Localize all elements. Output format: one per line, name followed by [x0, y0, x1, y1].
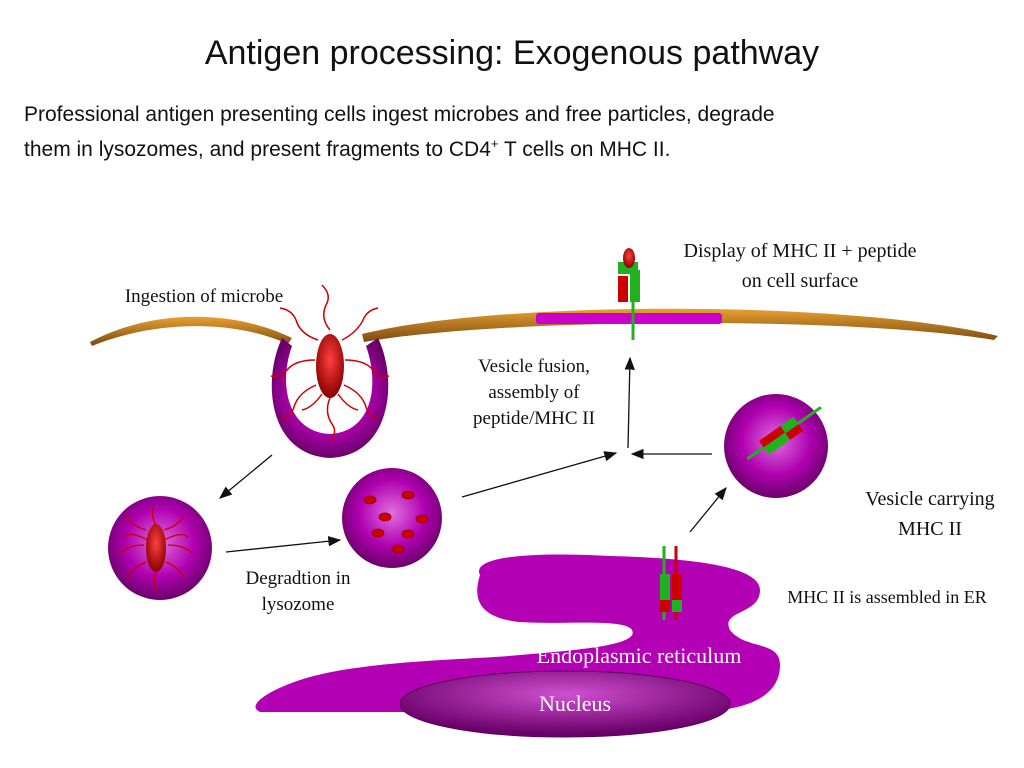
arrow-fusion-to-surface	[624, 356, 635, 449]
subtitle-line1: Professional antigen presenting cells in…	[24, 103, 775, 126]
label-ingestion: Ingestion of microbe	[124, 286, 284, 307]
mhc-surface	[618, 248, 640, 340]
arrow-pocket-to-phagosome	[218, 454, 273, 499]
mhc-in-er	[660, 546, 682, 620]
label-degradation: Degradtion in lysozome	[210, 566, 386, 618]
arrow-er-to-vesicle	[689, 486, 727, 533]
arrow-lysosome-to-fusion	[461, 451, 618, 498]
mhc-membrane-band	[536, 313, 722, 324]
cell-membrane-right	[362, 308, 998, 342]
subtitle-line2-post: T cells on MHC II.	[498, 138, 671, 161]
label-display-line2: on cell surface	[741, 270, 859, 292]
label-fusion-line1: Vesicle fusion,	[478, 356, 590, 377]
peptide-fragments	[363, 490, 429, 554]
endoplasmic-reticulum	[255, 554, 780, 712]
label-fusion-line3: peptide/MHC II	[473, 408, 595, 429]
label-er: Endoplasmic reticulum	[536, 643, 742, 668]
label-degradation-line2: lysozome	[261, 594, 335, 615]
arrow-phagosome-to-lysosome	[225, 536, 342, 553]
label-vesicle-line1: Vesicle carrying	[865, 488, 995, 510]
label-display-line1: Display of MHC II + peptide	[683, 240, 917, 262]
label-degradation-line1: Degradtion in	[245, 568, 351, 589]
microbe-ingested	[270, 284, 390, 443]
label-vesicle-carrying: Vesicle carrying MHC II	[838, 484, 1022, 544]
page-title: Antigen processing: Exogenous pathway	[204, 34, 820, 72]
mhc-in-vesicle	[746, 406, 822, 461]
label-mhc-er: MHC II is assembled in ER	[787, 587, 987, 607]
subtitle: Professional antigen presenting cells in…	[24, 100, 1004, 164]
label-nucleus: Nucleus	[538, 691, 612, 716]
cell-membrane-left	[90, 316, 292, 346]
label-vesicle-line2: MHC II	[898, 518, 962, 540]
ingestion-pocket	[271, 338, 389, 458]
lysosome	[342, 468, 442, 568]
microbe-phagosome	[119, 504, 193, 593]
label-fusion: Vesicle fusion, assembly of peptide/MHC …	[446, 354, 622, 432]
subtitle-line2-pre: them in lysozomes, and present fragments…	[24, 138, 491, 161]
label-display: Display of MHC II + peptide on cell surf…	[640, 236, 960, 296]
nucleus	[399, 670, 731, 738]
subtitle-superscript: +	[490, 136, 499, 151]
label-fusion-line2: assembly of	[488, 382, 580, 403]
